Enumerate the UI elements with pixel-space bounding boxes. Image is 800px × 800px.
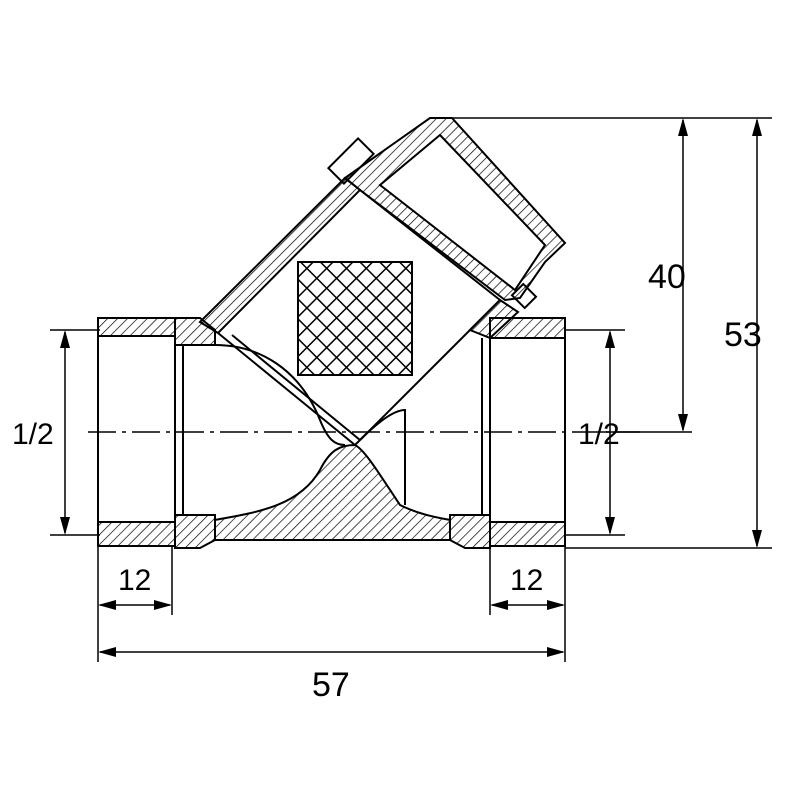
label-left-length: 12 — [118, 564, 151, 597]
left-shoulder-bottom — [174, 514, 216, 549]
bottom-wall-wedge — [214, 443, 451, 541]
right-shoulder-bottom — [449, 514, 491, 549]
right-socket-bottom-wall — [489, 521, 566, 547]
label-overall-length: 57 — [312, 666, 350, 704]
label-left-thread: 1/2 — [12, 418, 54, 451]
strainer-branch — [198, 117, 567, 446]
strainer-mesh-screen — [297, 261, 413, 376]
cap-lock-nut — [326, 136, 376, 186]
left-socket-bottom-wall — [97, 521, 176, 547]
dimension-lines — [50, 117, 772, 662]
valve-body — [97, 317, 566, 549]
cap-lock-nut-lower — [510, 282, 538, 310]
label-branch-height: 40 — [648, 258, 686, 296]
cap-cavity — [378, 133, 547, 292]
label-right-thread: 1/2 — [578, 418, 620, 451]
left-socket-top-wall — [97, 317, 176, 337]
label-right-length: 12 — [510, 564, 543, 597]
label-overall-height: 53 — [724, 316, 762, 354]
